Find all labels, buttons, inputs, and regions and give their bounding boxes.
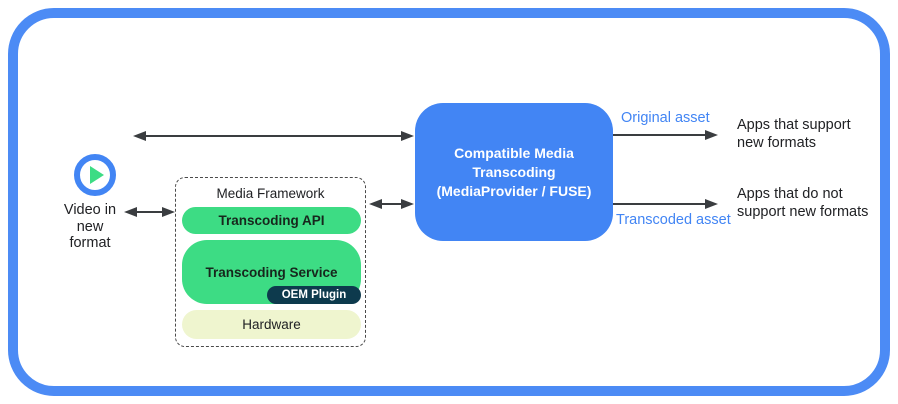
play-triangle-icon: [90, 166, 104, 184]
video-to-framework-arrow: [124, 207, 175, 217]
framework-to-transcoder-arrow: [369, 199, 414, 209]
transcoded-asset-label: Transcoded asset: [616, 212, 731, 228]
original-asset-arrow: [613, 130, 718, 140]
original-asset-label: Original asset: [621, 110, 710, 126]
oem-plugin-badge: OEM Plugin: [267, 286, 361, 304]
video-to-transcoder-arrow: [133, 131, 414, 141]
apps-not-support-text: Apps that do not support new formats: [737, 186, 869, 220]
media-framework-box: Media Framework: [175, 177, 366, 347]
transcoding-api-layer: Transcoding API: [182, 207, 361, 234]
apps-support-text: Apps that support new formats: [737, 117, 851, 151]
transcoded-asset-arrow: [613, 199, 718, 209]
source-video-label: Video in new format: [63, 202, 117, 251]
outer-frame: [8, 8, 890, 396]
play-icon: [74, 154, 116, 196]
compatible-media-transcoding-box: Compatible Media Transcoding (MediaProvi…: [415, 103, 613, 241]
hardware-layer: Hardware: [182, 310, 361, 339]
media-framework-title: Media Framework: [216, 186, 325, 201]
